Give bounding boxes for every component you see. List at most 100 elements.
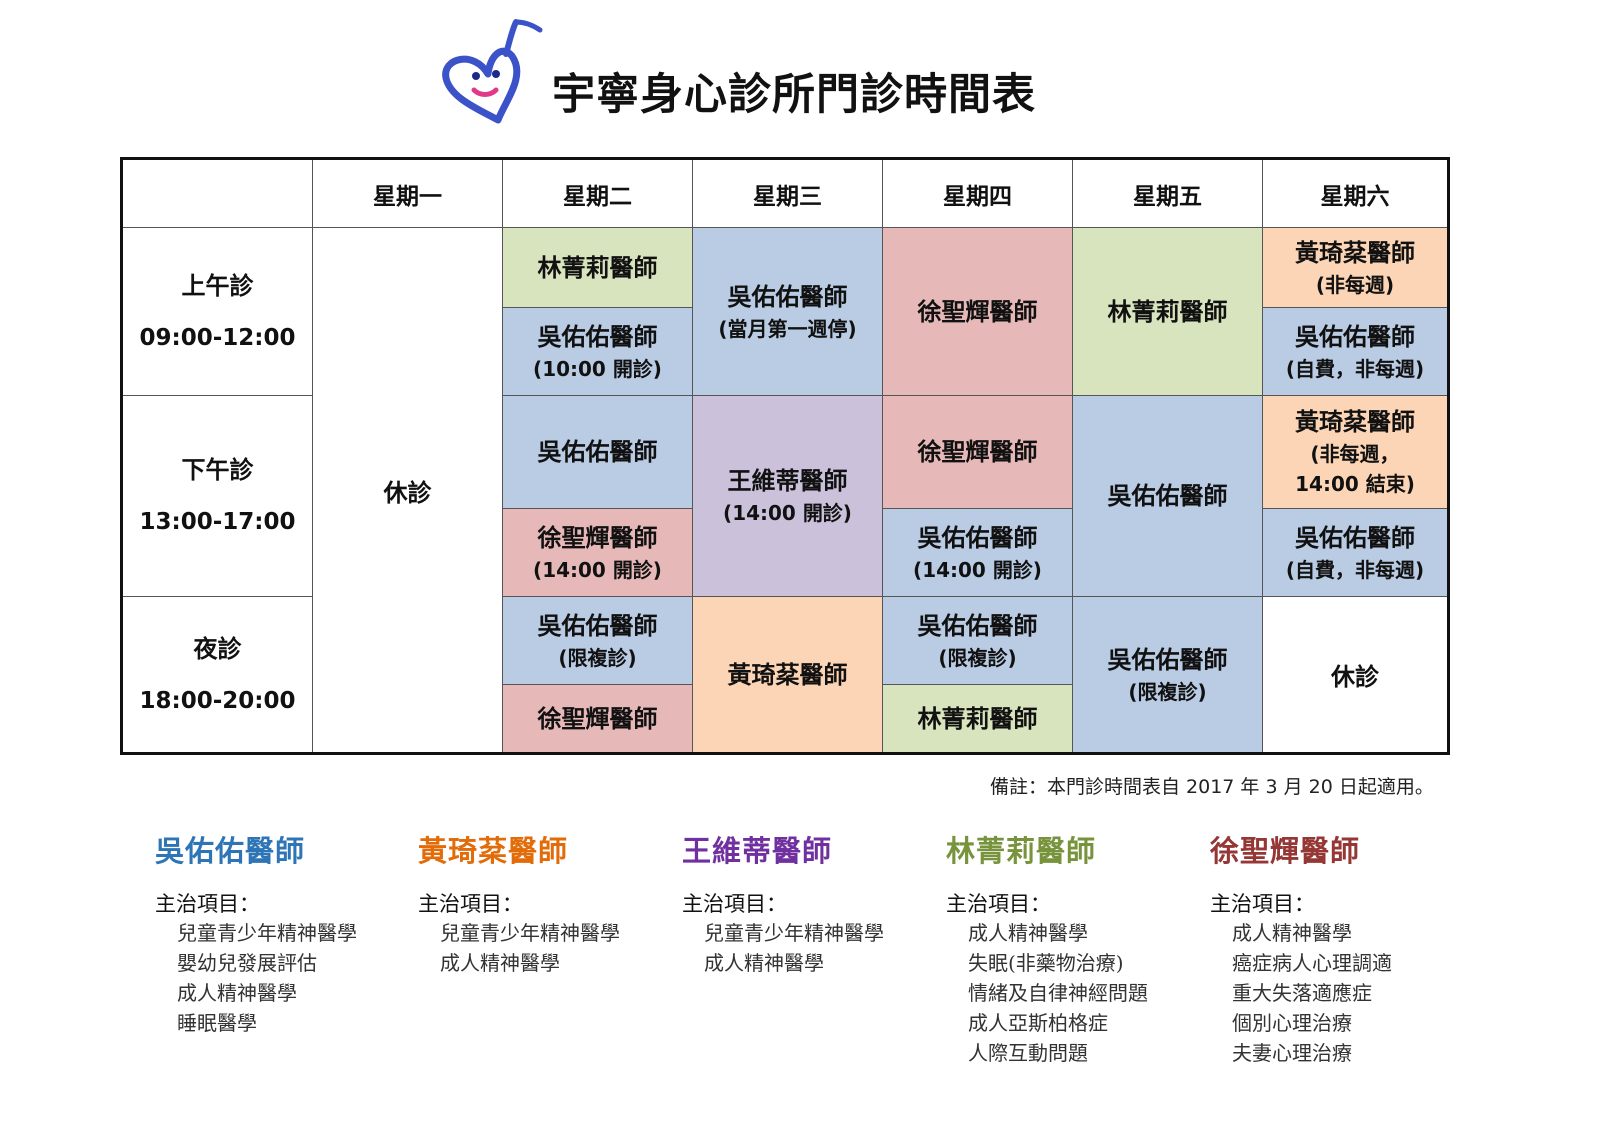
slot-note: (當月第一週停) bbox=[718, 316, 857, 341]
doctor-name: 王維蒂醫師 bbox=[727, 467, 848, 495]
doctor-profile-huang: 黃琦棻醫師 主治項目： 兒童青少年精神醫學 成人精神醫學 bbox=[418, 828, 688, 978]
slot-wed-pm: 王維蒂醫師 (14:00 開診) bbox=[693, 396, 883, 597]
slot-tue-pm-1: 吳佑佑醫師 bbox=[503, 396, 693, 509]
doctor-profile-wu: 吳佑佑醫師 主治項目： 兒童青少年精神醫學 嬰幼兒發展評估 成人精神醫學 睡眠醫… bbox=[155, 828, 425, 1038]
slot-sat-pm-1: 黃琦棻醫師 (非每週， 14:00 結束) bbox=[1263, 396, 1447, 509]
slot-sat-am-1: 黃琦棻醫師 (非每週) bbox=[1263, 228, 1447, 308]
specialty-item: 人際互動問題 bbox=[968, 1041, 1088, 1065]
slot-note: (14:00 開診) bbox=[723, 501, 852, 525]
doctor-name: 吳佑佑醫師 bbox=[917, 523, 1038, 552]
slot-fri-am: 林菁莉醫師 bbox=[1073, 228, 1263, 396]
slot-tue-am-1: 林菁莉醫師 bbox=[503, 228, 693, 308]
doctor-profile-lin: 林菁莉醫師 主治項目： 成人精神醫學 失眠(非藥物治療) 情緒及自律神經問題 成… bbox=[946, 828, 1216, 1068]
specialty-item: 兒童青少年精神醫學 bbox=[177, 921, 357, 945]
day-header: 星期四 bbox=[883, 160, 1073, 228]
doctor-name: 徐聖輝醫師 bbox=[917, 438, 1038, 466]
specialty-label: 主治項目： bbox=[155, 892, 260, 916]
specialty-label: 主治項目： bbox=[946, 892, 1051, 916]
period-time: 13:00-17:00 bbox=[139, 509, 296, 535]
specialty-item: 嬰幼兒發展評估 bbox=[177, 951, 317, 975]
doctor-name: 黃琦棻醫師 bbox=[1295, 238, 1415, 267]
period-evening: 夜診 18:00-20:00 bbox=[123, 597, 313, 752]
slot-tue-am-2: 吳佑佑醫師 (10:00 開診) bbox=[503, 308, 693, 396]
doctor-name: 徐聖輝醫師 bbox=[917, 297, 1038, 326]
specialty-item: 情緒及自律神經問題 bbox=[968, 981, 1148, 1005]
specialty-item: 兒童青少年精神醫學 bbox=[704, 921, 884, 945]
heart-logo-icon bbox=[442, 19, 543, 124]
period-name: 上午診 bbox=[181, 271, 254, 300]
slot-sat-am-2: 吳佑佑醫師 (自費，非每週) bbox=[1263, 308, 1447, 396]
doctor-name: 吳佑佑醫師 bbox=[727, 282, 848, 311]
doctor-profile-hsu: 徐聖輝醫師 主治項目： 成人精神醫學 癌症病人心理調適 重大失落適應症 個別心理… bbox=[1210, 828, 1480, 1068]
slot-tue-pm-2: 徐聖輝醫師 (14:00 開診) bbox=[503, 509, 693, 597]
slot-note: (自費，非每週) bbox=[1285, 557, 1425, 582]
specialty-item: 成人精神醫學 bbox=[704, 951, 824, 975]
doctor-name: 吳佑佑醫師 bbox=[1107, 645, 1228, 674]
period-morning: 上午診 09:00-12:00 bbox=[123, 228, 313, 396]
specialty-item: 癌症病人心理調適 bbox=[1232, 951, 1392, 975]
slot-note: 14:00 結束) bbox=[1295, 472, 1415, 496]
slot-note: (非每週) bbox=[1315, 272, 1395, 297]
specialty-item: 兒童青少年精神醫學 bbox=[440, 921, 620, 945]
slot-note: (14:00 開診) bbox=[913, 557, 1042, 582]
doctor-name: 徐聖輝醫師 bbox=[537, 523, 658, 552]
period-afternoon: 下午診 13:00-17:00 bbox=[123, 396, 313, 597]
effective-date-note: 備註：本門診時間表自 2017 年 3 月 20 日起適用。 bbox=[990, 776, 1434, 798]
specialty-item: 成人亞斯柏格症 bbox=[968, 1011, 1108, 1035]
doctor-name: 林菁莉醫師 bbox=[917, 704, 1038, 733]
specialty-item: 成人精神醫學 bbox=[1232, 921, 1352, 945]
slot-thu-am: 徐聖輝醫師 bbox=[883, 228, 1073, 396]
day-header: 星期二 bbox=[503, 160, 693, 228]
doctor-name: 林菁莉醫師 bbox=[1107, 297, 1228, 326]
specialty-label: 主治項目： bbox=[418, 892, 523, 916]
doctor-name: 吳佑佑醫師 bbox=[537, 322, 658, 351]
specialty-item: 成人精神醫學 bbox=[440, 951, 560, 975]
doctor-name: 吳佑佑醫師 bbox=[917, 611, 1038, 640]
doctor-name: 吳佑佑醫師 bbox=[537, 438, 658, 466]
slot-thu-ev-2: 林菁莉醫師 bbox=[883, 685, 1073, 752]
slot-fri-pm: 吳佑佑醫師 bbox=[1073, 396, 1263, 597]
slot-note: (自費，非每週) bbox=[1285, 356, 1425, 381]
specialty-item: 成人精神醫學 bbox=[968, 921, 1088, 945]
slot-sat-pm-2: 吳佑佑醫師 (自費，非每週) bbox=[1263, 509, 1447, 597]
slot-thu-ev-1: 吳佑佑醫師 (限複診) bbox=[883, 597, 1073, 685]
slot-fri-ev: 吳佑佑醫師 (限複診) bbox=[1073, 597, 1263, 752]
slot-note: (限複診) bbox=[1128, 679, 1207, 704]
specialty-item: 失眠(非藥物治療) bbox=[968, 951, 1124, 975]
slot-tue-ev-2: 徐聖輝醫師 bbox=[503, 685, 693, 752]
doctor-name: 吳佑佑醫師 bbox=[537, 611, 658, 640]
doctor-name: 吳佑佑醫師 bbox=[1107, 482, 1228, 510]
doctor-profile-name: 林菁莉醫師 bbox=[946, 834, 1097, 868]
page-title: 宇寧身心診所門診時間表 bbox=[552, 70, 1036, 120]
schedule-table: 星期一 星期二 星期三 星期四 星期五 星期六 上午診 09:00-12:00 … bbox=[120, 157, 1450, 755]
specialty-label: 主治項目： bbox=[1210, 892, 1315, 916]
doctor-profile-name: 吳佑佑醫師 bbox=[155, 834, 306, 868]
slot-note: (非每週， bbox=[1310, 442, 1400, 466]
slot-thu-pm-1: 徐聖輝醫師 bbox=[883, 396, 1073, 509]
slot-thu-pm-2: 吳佑佑醫師 (14:00 開診) bbox=[883, 509, 1073, 597]
doctor-name: 林菁莉醫師 bbox=[537, 253, 658, 282]
saturday-evening-closed: 休診 bbox=[1331, 663, 1379, 691]
specialty-item: 個別心理治療 bbox=[1232, 1011, 1352, 1035]
slot-wed-ev: 黃琦棻醫師 bbox=[693, 597, 883, 752]
period-name: 下午診 bbox=[181, 456, 254, 484]
specialty-item: 睡眠醫學 bbox=[177, 1011, 257, 1035]
doctor-profile-name: 黃琦棻醫師 bbox=[418, 834, 569, 868]
slot-wed-am: 吳佑佑醫師 (當月第一週停) bbox=[693, 228, 883, 396]
slot-note: (限複診) bbox=[558, 645, 637, 670]
slot-note: (14:00 開診) bbox=[533, 557, 662, 582]
specialty-item: 成人精神醫學 bbox=[177, 981, 297, 1005]
doctor-name: 吳佑佑醫師 bbox=[1295, 523, 1415, 552]
day-header: 星期六 bbox=[1263, 160, 1447, 228]
monday-closed: 休診 bbox=[313, 228, 503, 752]
corner-cell bbox=[123, 160, 313, 228]
slot-note: (10:00 開診) bbox=[533, 356, 662, 381]
period-name: 夜診 bbox=[193, 634, 242, 663]
specialty-item: 夫妻心理治療 bbox=[1232, 1041, 1352, 1065]
header: 宇寧身心診所門診時間表 bbox=[440, 16, 1140, 136]
doctor-name: 黃琦棻醫師 bbox=[727, 660, 848, 689]
specialty-item: 重大失落適應症 bbox=[1232, 981, 1372, 1005]
doctor-profile-wang: 王維蒂醫師 主治項目： 兒童青少年精神醫學 成人精神醫學 bbox=[682, 828, 952, 978]
doctor-name: 吳佑佑醫師 bbox=[1295, 322, 1415, 351]
slot-note: (限複診) bbox=[938, 645, 1017, 670]
